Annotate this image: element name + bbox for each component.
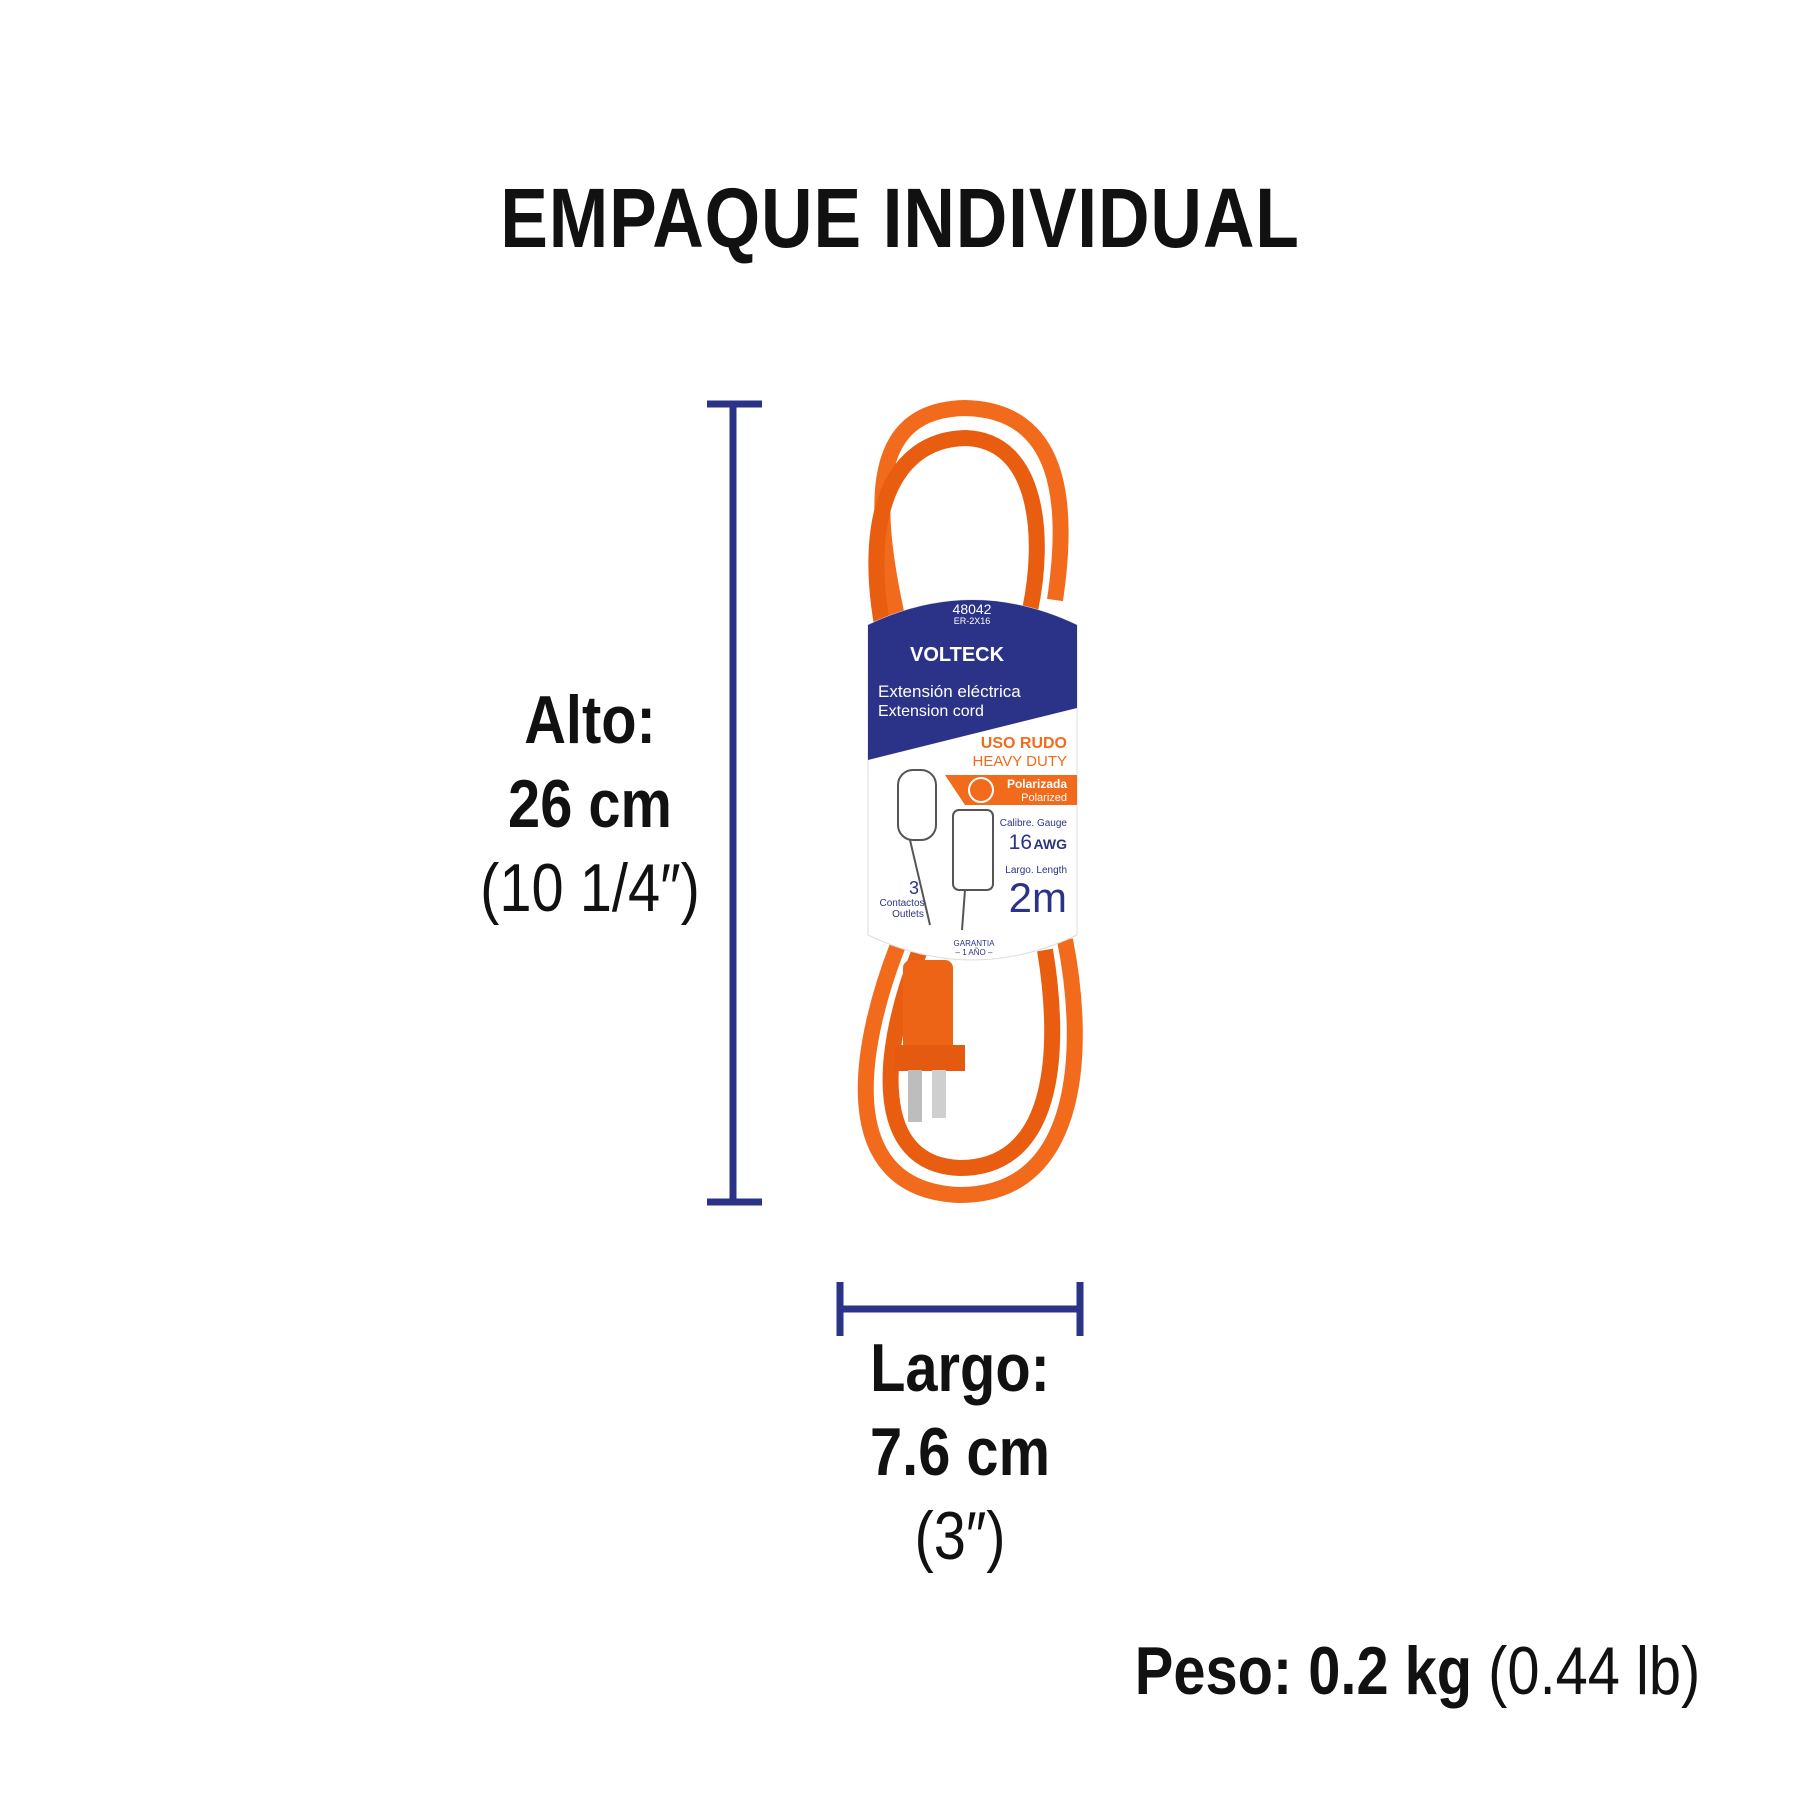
gauge-unit: AWG: [1034, 836, 1068, 852]
height-imperial: (10 1/4″): [480, 850, 700, 926]
product-name-es: Extensión eléctrica: [878, 682, 1021, 701]
width-dimension: Largo: 7.6 cm (3″): [833, 1326, 1088, 1578]
duty-es: USO RUDO: [981, 735, 1067, 752]
polarized-es: Polarizada: [1007, 777, 1067, 791]
gauge-label: Calibre. Gauge: [1000, 818, 1068, 829]
polarized-en: Polarized: [1021, 792, 1067, 804]
weight-label: Peso: 0.2 kg: [1134, 1633, 1472, 1709]
length-value: 2m: [1009, 874, 1067, 921]
outlets-count: 3: [909, 878, 919, 898]
height-dimension-line: [707, 400, 762, 1206]
width-label: Largo:: [870, 1330, 1050, 1406]
gauge-value: 16: [1009, 831, 1032, 854]
width-imperial: (3″): [914, 1498, 1006, 1574]
brand-logo: VOLTECK: [910, 644, 1005, 666]
length-label: Largo. Length: [1005, 865, 1067, 876]
package-label: [867, 599, 1078, 961]
outlet-drawing: [897, 769, 994, 931]
cord-coil: [857, 399, 1083, 1204]
warranty-term: – 1 AÑO –: [956, 948, 993, 957]
outlets-en: Outlets: [892, 909, 924, 920]
product-name-en: Extension cord: [878, 703, 984, 720]
height-label: Alto:: [524, 682, 656, 758]
page-title: EMPAQUE INDIVIDUAL: [500, 171, 1300, 265]
plug: [895, 960, 965, 1122]
warranty: GARANTIA: [954, 939, 996, 948]
duty-en: HEAVY DUTY: [973, 753, 1067, 770]
width-dimension-line: [836, 1282, 1084, 1336]
weight-imperial: (0.44 lb): [1487, 1633, 1700, 1709]
weight: Peso: 0.2 kg (0.44 lb): [1135, 1632, 1700, 1710]
product-model: ER-2X16: [954, 616, 991, 626]
height-metric: 26 cm: [508, 766, 672, 842]
product-code: 48042: [953, 601, 992, 617]
width-metric: 7.6 cm: [870, 1414, 1050, 1490]
outlets-es: Contactos: [879, 898, 924, 909]
height-dimension: Alto: 26 cm (10 1/4″): [463, 678, 718, 930]
